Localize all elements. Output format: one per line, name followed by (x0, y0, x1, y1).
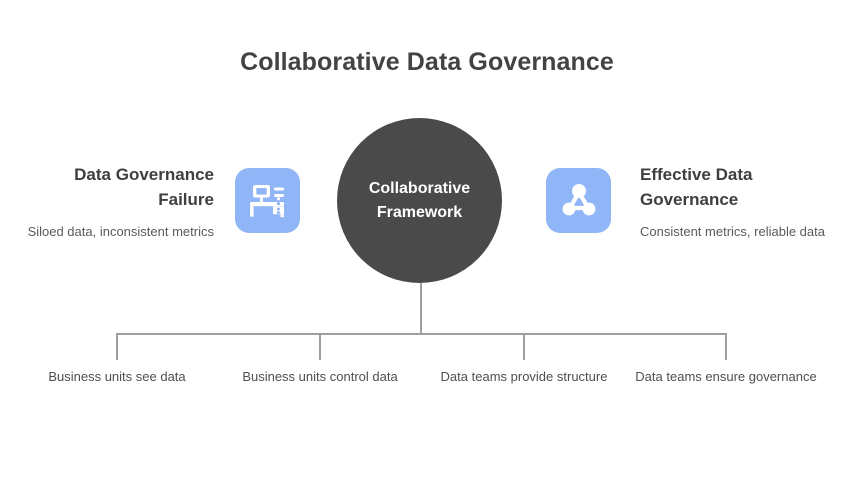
outcome-label-1: Business units see data (48, 369, 186, 384)
side-block-effective: Effective Data Governance Consistent met… (640, 163, 836, 242)
icon-tile-effective[interactable] (546, 168, 611, 233)
icon-tile-failure[interactable] (235, 168, 300, 233)
side-block-failure: Data Governance Failure Siloed data, inc… (18, 163, 214, 242)
network-nodes-icon (559, 181, 599, 221)
outcome-label-2: Business units control data (242, 369, 398, 384)
desk-workstation-icon (247, 180, 289, 222)
outcome-label-row: Business units see data Business units c… (0, 368, 854, 428)
side-subtitle-effective: Consistent metrics, reliable data (640, 224, 825, 240)
page-title: Collaborative Data Governance (240, 48, 614, 76)
outcome-label-3: Data teams provide structure (440, 369, 608, 384)
outcome-label-4: Data teams ensure governance (635, 369, 817, 384)
side-heading-effective: Effective Data Governance (640, 165, 753, 209)
side-subtitle-failure: Siloed data, inconsistent metrics (27, 224, 214, 240)
hub-label: Collaborative Framework (368, 180, 471, 221)
hub-circle[interactable]: Collaborative Framework (337, 118, 502, 283)
connector-tree (116, 283, 727, 360)
side-heading-failure: Data Governance Failure (74, 165, 214, 209)
